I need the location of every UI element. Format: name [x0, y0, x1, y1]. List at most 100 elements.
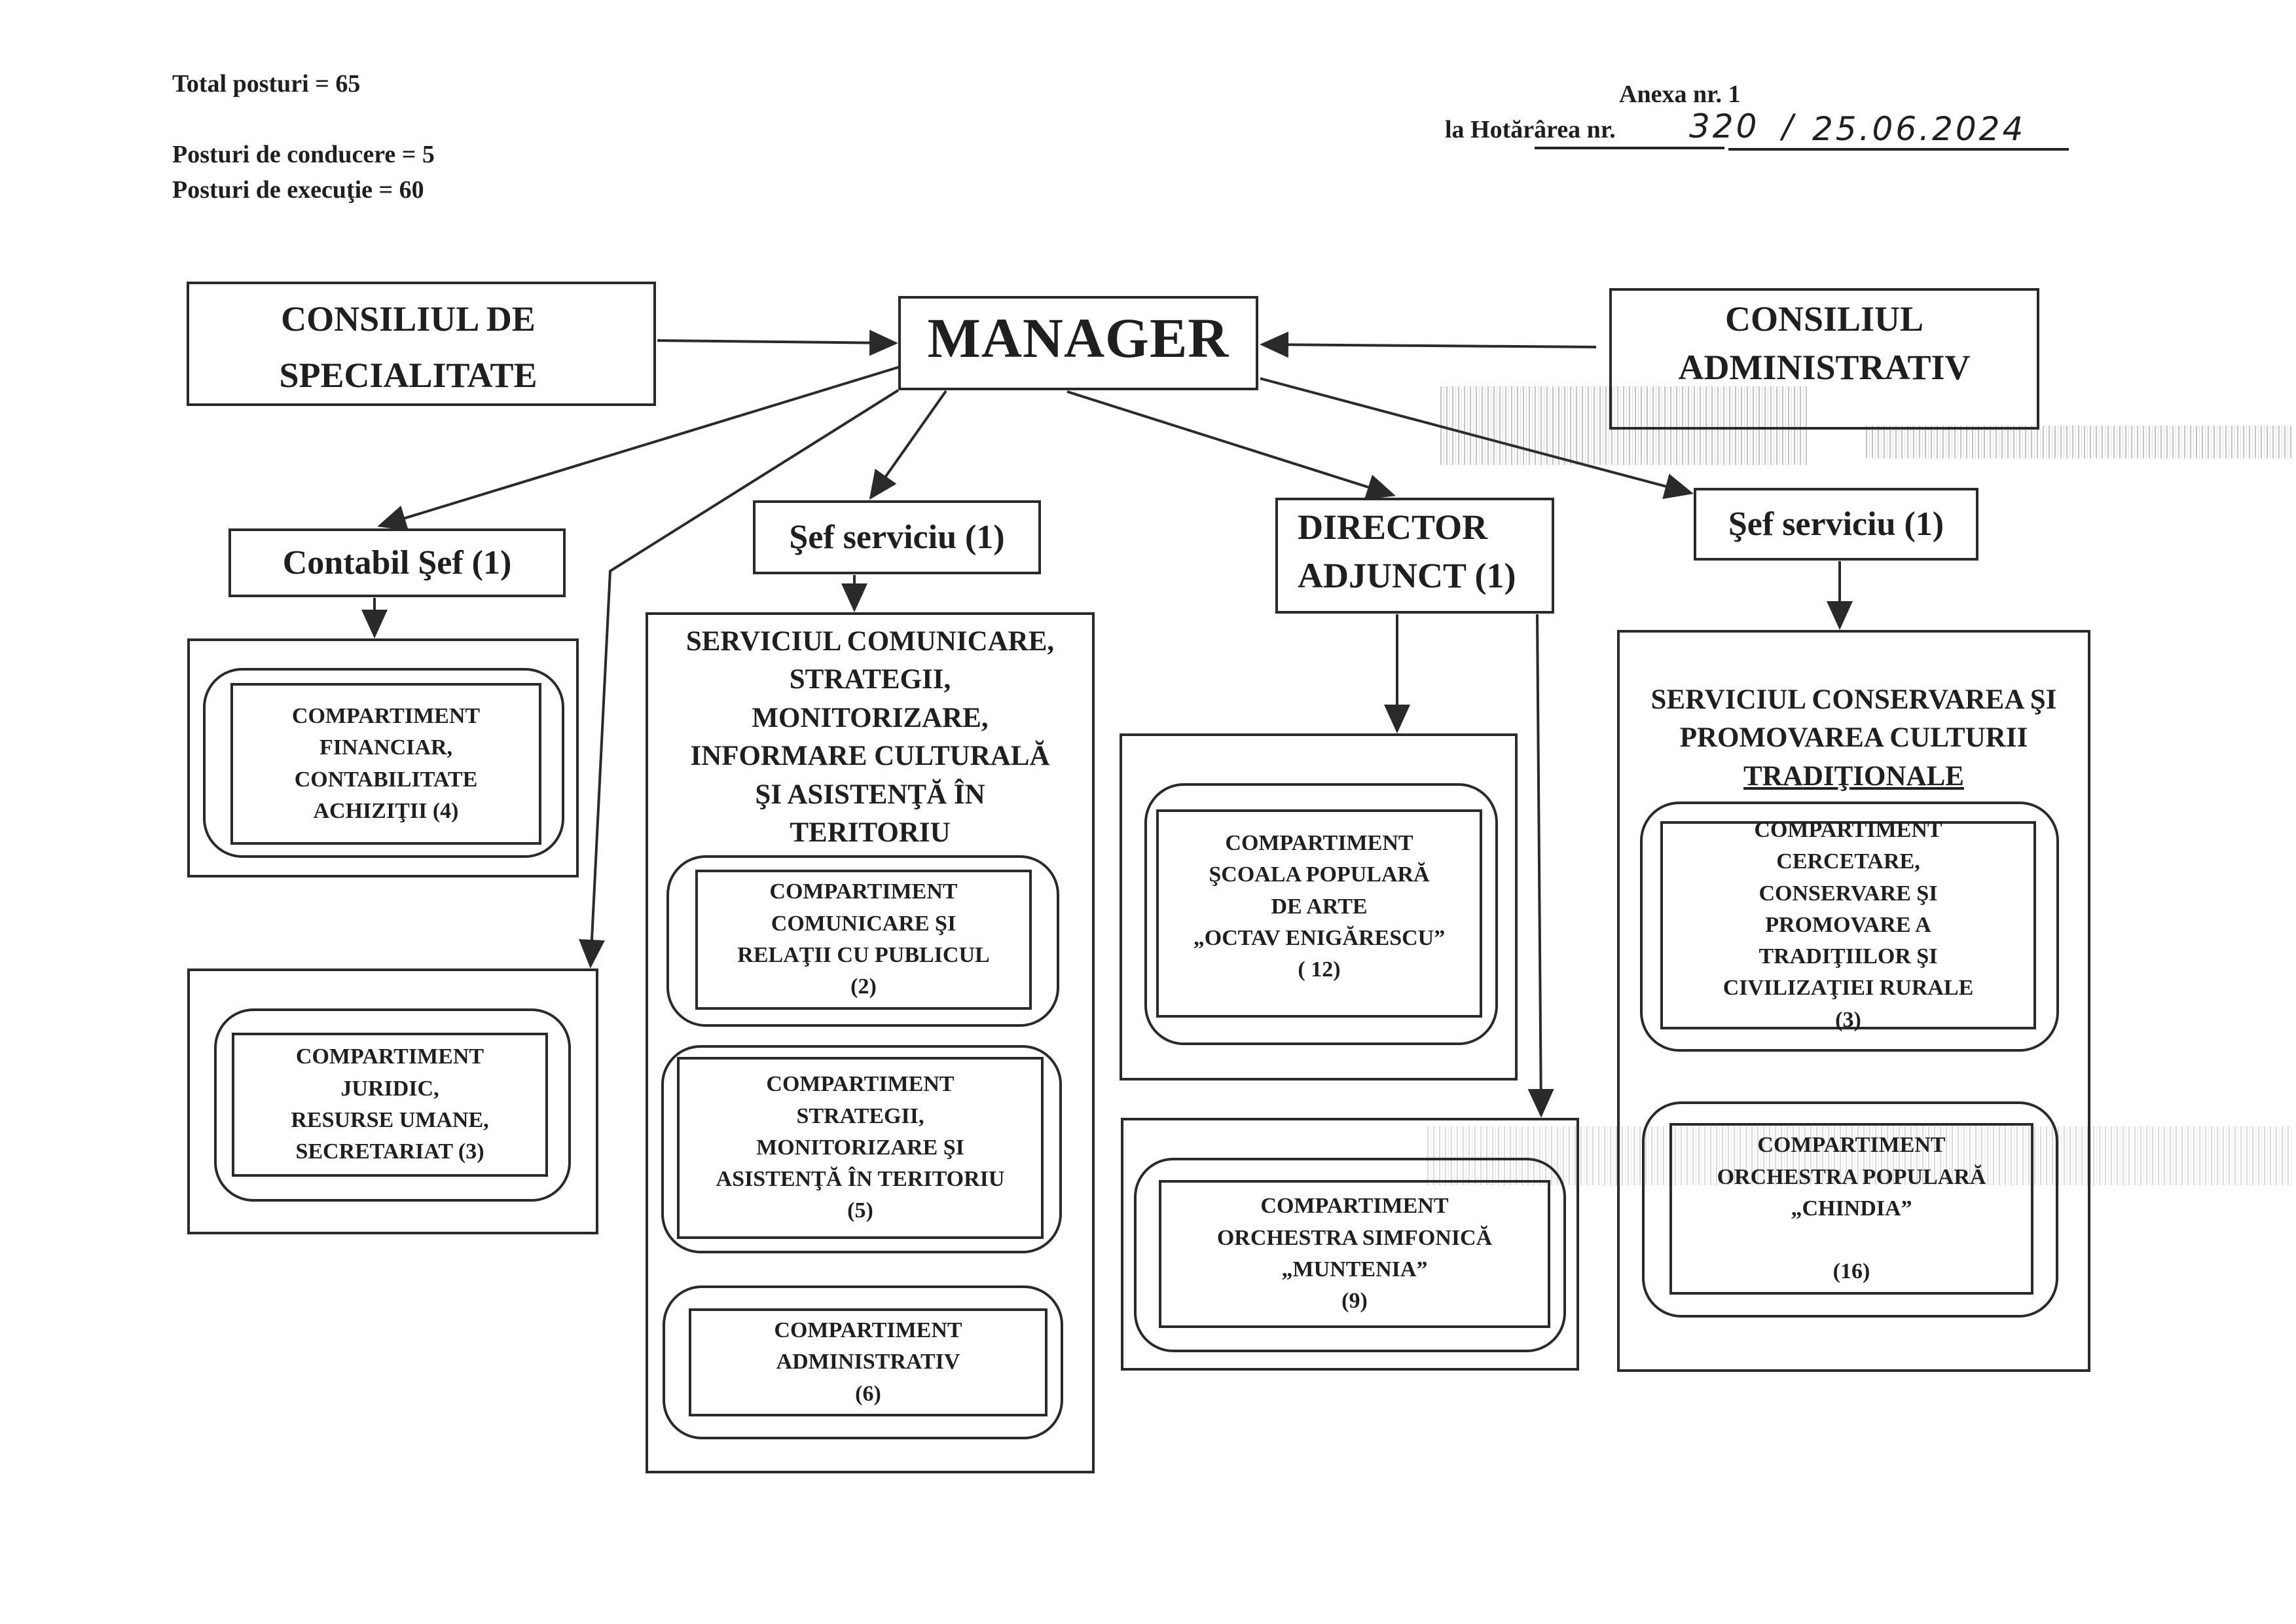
- research-line: TRADIŢIILOR ŞI: [1758, 944, 1938, 969]
- traditional-service-title: SERVICIUL CONSERVAREA ŞI PROMOVAREA CULT…: [1620, 681, 2088, 796]
- arrow-specialty-to-manager: [657, 329, 898, 356]
- financial-dept-line: COMPARTIMENT: [291, 703, 481, 728]
- arrow-admin-to-manager: [1260, 331, 1597, 358]
- chief-accountant-label: Contabil Şef (1): [282, 544, 512, 581]
- strategy-line: MONITORIZARE ŞI: [756, 1135, 964, 1160]
- folk-school-box: [1120, 733, 1518, 1080]
- annex-title: Anexa nr. 1: [1619, 81, 1741, 108]
- admin-dept: COMPARTIMENT ADMINISTRATIV (6): [689, 1308, 1048, 1416]
- admin-dept-line: (6): [855, 1381, 881, 1406]
- folk-orchestra-dept: COMPARTIMENT ORCHESTRA POPULARĂ „CHINDIA…: [1669, 1123, 2033, 1295]
- symphony-frame: [1134, 1158, 1566, 1352]
- admin-dept-frame: [663, 1285, 1063, 1439]
- strategy-line: STRATEGII,: [796, 1103, 924, 1128]
- research-line: PROMOVARE A: [1765, 912, 1931, 937]
- comm-pr-line: RELAŢII CU PUBLICUL: [737, 943, 990, 967]
- council-specialty-line1: CONSILIUL DE: [281, 299, 536, 339]
- strategy-line: (5): [847, 1198, 873, 1223]
- folk-orchestra-line: „CHINDIA”: [1791, 1196, 1912, 1221]
- folk-orchestra-line: ORCHESTRA POPULARĂ: [1717, 1164, 1986, 1189]
- deputy-director-line2: ADJUNCT (1): [1298, 556, 1516, 595]
- legal-dept-box: [187, 969, 598, 1234]
- folk-school-line: „OCTAV ENIGĂRESCU”: [1193, 925, 1446, 950]
- council-specialty-box: CONSILIUL DE SPECIALITATE: [187, 282, 656, 406]
- symphony-line: „MUNTENIA”: [1281, 1257, 1428, 1282]
- deputy-director-box: DIRECTOR ADJUNCT (1): [1275, 498, 1554, 614]
- decision-number-underline: [1535, 147, 1724, 149]
- decision-date: 25.06.2024: [1812, 110, 2026, 148]
- strategy-frame: [661, 1045, 1062, 1253]
- service-title-line: SERVICIUL COMUNICARE,: [685, 626, 1055, 657]
- service-title-line: ŞI ASISTENŢĂ ÎN: [755, 779, 985, 810]
- head-of-service-center-box: Şef serviciu (1): [753, 500, 1041, 574]
- arrow-manager-to-head-right: [1260, 377, 1694, 500]
- arrow-deputy-to-symphony: [1527, 614, 1554, 1118]
- service-title-line: PROMOVAREA CULTURII: [1679, 722, 2028, 754]
- scan-artifact: [1440, 386, 1807, 465]
- financial-dept-line: ACHIZIŢII (4): [313, 798, 459, 823]
- service-title-line: SERVICIUL CONSERVAREA ŞI: [1650, 684, 2057, 715]
- legal-dept-line: SECRETARIAT (3): [295, 1139, 484, 1164]
- research-line: CIVILIZAŢIEI RURALE: [1722, 976, 1974, 1001]
- service-title-line: MONITORIZARE,: [752, 702, 989, 733]
- research-line: COMPARTIMENT: [1754, 818, 1942, 843]
- communication-service-title: SERVICIUL COMUNICARE, STRATEGII, MONITOR…: [648, 623, 1092, 853]
- research-dept: COMPARTIMENT CERCETARE, CONSERVARE ŞI PR…: [1660, 818, 2036, 1032]
- research-frame: [1640, 802, 2059, 1052]
- council-admin-line2: ADMINISTRATIV: [1678, 348, 1971, 387]
- financial-dept: COMPARTIMENT FINANCIAR, CONTABILITATE AC…: [230, 683, 541, 845]
- folk-school-dept: COMPARTIMENT ŞCOALA POPULARĂ DE ARTE „OC…: [1156, 809, 1482, 1018]
- folk-orchestra-frame: [1642, 1101, 2058, 1318]
- symphony-line: ORCHESTRA SIMFONICĂ: [1216, 1225, 1493, 1250]
- strategy-dept: COMPARTIMENT STRATEGII, MONITORIZARE ŞI …: [677, 1057, 1044, 1239]
- head-of-service-right-label: Şef serviciu (1): [1728, 506, 1944, 543]
- research-line: CERCETARE,: [1776, 849, 1920, 874]
- financial-dept-box: [187, 638, 579, 877]
- comm-pr-frame: [666, 855, 1059, 1027]
- symphony-box: [1121, 1118, 1579, 1371]
- decision-separator: /: [1782, 107, 1796, 145]
- folk-school-line: DE ARTE: [1271, 894, 1368, 919]
- folk-school-line: ( 12): [1298, 957, 1341, 982]
- council-specialty-line2: SPECIALITATE: [279, 356, 538, 395]
- decision-label: la Hotărârea nr.: [1445, 116, 1616, 143]
- strategy-line: COMPARTIMENT: [766, 1072, 955, 1097]
- decision-number: 320: [1689, 107, 1760, 145]
- admin-dept-line: ADMINISTRATIV: [776, 1350, 960, 1375]
- symphony-line: (9): [1341, 1289, 1368, 1314]
- folk-orchestra-line: (16): [1832, 1259, 1870, 1284]
- comm-pr-line: (2): [850, 974, 877, 999]
- arrow-manager-to-deputy: [1066, 390, 1396, 500]
- symphony-line: COMPARTIMENT: [1260, 1194, 1449, 1219]
- arrow-manager-to-legal: [579, 389, 900, 969]
- arrow-manager-to-head-center: [869, 390, 947, 500]
- head-of-service-center-label: Şef serviciu (1): [789, 519, 1005, 556]
- legal-dept-line: RESURSE UMANE,: [291, 1108, 489, 1132]
- management-posts: Posturi de conducere = 5: [172, 141, 435, 168]
- legal-dept-frame: [214, 1008, 571, 1202]
- manager-box: MANAGER: [898, 296, 1258, 390]
- traditional-service-box: SERVICIUL CONSERVAREA ŞI PROMOVAREA CULT…: [1617, 630, 2090, 1372]
- research-line: (3): [1835, 1007, 1861, 1032]
- symphony-dept: COMPARTIMENT ORCHESTRA SIMFONICĂ „MUNTEN…: [1159, 1180, 1550, 1328]
- arrow-manager-to-chief-accountant: [377, 365, 901, 531]
- deputy-director-line1: DIRECTOR: [1298, 507, 1488, 547]
- legal-dept-line: JURIDIC,: [340, 1076, 439, 1101]
- folk-school-line: COMPARTIMENT: [1225, 831, 1413, 855]
- scan-artifact: [1427, 1126, 2291, 1185]
- folk-school-line: ŞCOALA POPULARĂ: [1209, 862, 1430, 887]
- communication-service-box: SERVICIUL COMUNICARE, STRATEGII, MONITOR…: [646, 612, 1095, 1473]
- council-admin-line1: CONSILIUL: [1724, 299, 1924, 339]
- financial-dept-line: CONTABILITATE: [294, 767, 478, 792]
- execution-posts: Posturi de execuţie = 60: [172, 176, 424, 204]
- manager-label: MANAGER: [927, 306, 1230, 369]
- comm-pr-dept: COMPARTIMENT COMUNICARE ŞI RELAŢII CU PU…: [695, 870, 1032, 1010]
- legal-dept-line: COMPARTIMENT: [295, 1044, 484, 1069]
- service-title-line: TERITORIU: [790, 817, 951, 849]
- strategy-line: ASISTENŢĂ ÎN TERITORIU: [716, 1167, 1005, 1192]
- folk-school-frame: [1144, 783, 1498, 1045]
- research-line: CONSERVARE ŞI: [1758, 881, 1938, 906]
- service-title-line: STRATEGII,: [789, 664, 951, 695]
- service-title-line: INFORMARE CULTURALĂ: [690, 741, 1050, 772]
